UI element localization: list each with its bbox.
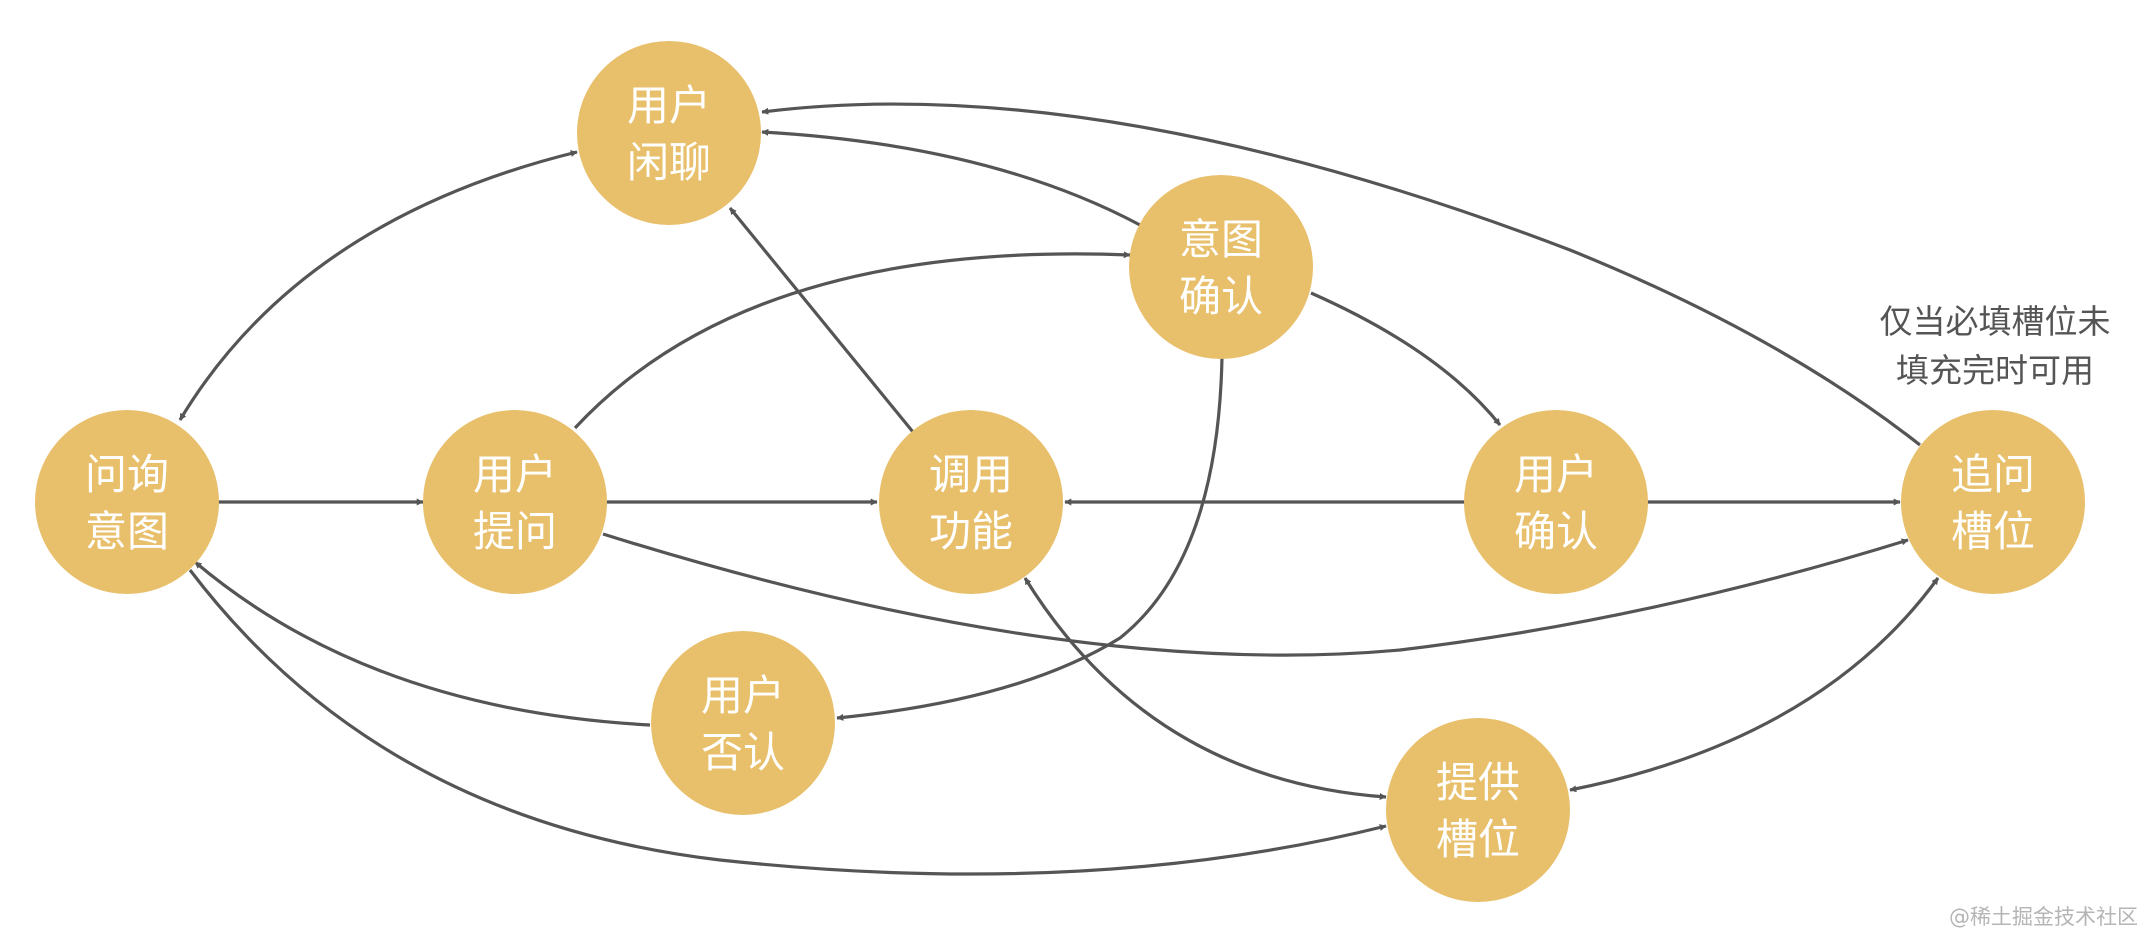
node-label-line2: 槽位 [1951, 507, 2035, 556]
edge-call-function-user-chat [728, 206, 915, 434]
edge-call-function-provide-slot [1023, 577, 1387, 801]
availability-note: 仅当必填槽位未 填充完时可用 [1880, 302, 2111, 390]
node-user-ask: 用户 提问 [423, 410, 607, 594]
node-label-line1: 用户 [701, 671, 785, 720]
node-label-line1: 问询 [85, 450, 169, 499]
node-label-line2: 确认 [1514, 507, 1598, 556]
edge-ask-intent-provide-slot [188, 569, 1387, 876]
node-ask-intent: 问询 意图 [35, 410, 219, 594]
edge-confirm-intent-user-confirm [1310, 291, 1502, 426]
note-line1: 仅当必填槽位未 [1880, 302, 2111, 341]
edge-follow-slot-provide-slot [1569, 577, 1940, 793]
node-user-chat: 用户 闲聊 [577, 41, 761, 225]
node-label-line2: 意图 [85, 507, 169, 556]
node-confirm-intent: 意图 确认 [1129, 175, 1313, 359]
node-label-line2: 功能 [929, 507, 1013, 556]
node-label-line1: 用户 [473, 450, 557, 499]
node-user-confirm: 用户 确认 [1464, 410, 1648, 594]
edges [178, 102, 1940, 876]
node-label-line2: 槽位 [1436, 815, 1520, 864]
note-line2: 填充完时可用 [1896, 351, 2094, 390]
node-provide-slot: 提供 槽位 [1386, 718, 1570, 902]
node-label-line1: 调用 [929, 450, 1013, 499]
node-label-line2: 确认 [1179, 272, 1263, 321]
node-label-line1: 提供 [1436, 758, 1520, 807]
edge-follow-slot-user-chat [761, 102, 1921, 447]
node-follow-slot: 追问 槽位 [1901, 410, 2085, 594]
edge-user-ask-confirm-intent [573, 251, 1131, 430]
watermark: @稀土掘金技术社区 [1949, 905, 2138, 929]
node-label-line2: 闲聊 [627, 138, 711, 187]
node-label-line1: 追问 [1951, 450, 2035, 499]
node-label-line1: 用户 [627, 81, 711, 130]
node-label-line1: 意图 [1179, 215, 1263, 264]
node-call-function: 调用 功能 [879, 410, 1063, 594]
edge-ask-intent-user-chat [178, 150, 578, 421]
node-label-line2: 提问 [473, 507, 557, 556]
edge-user-ask-follow-slot [602, 532, 1909, 657]
edge-confirm-intent-user-chat [761, 128, 1141, 227]
edge-user-deny-ask-intent [193, 560, 651, 727]
node-label-line1: 用户 [1514, 450, 1598, 499]
node-label-line2: 否认 [701, 728, 785, 777]
node-user-deny: 用户 否认 [651, 631, 835, 815]
